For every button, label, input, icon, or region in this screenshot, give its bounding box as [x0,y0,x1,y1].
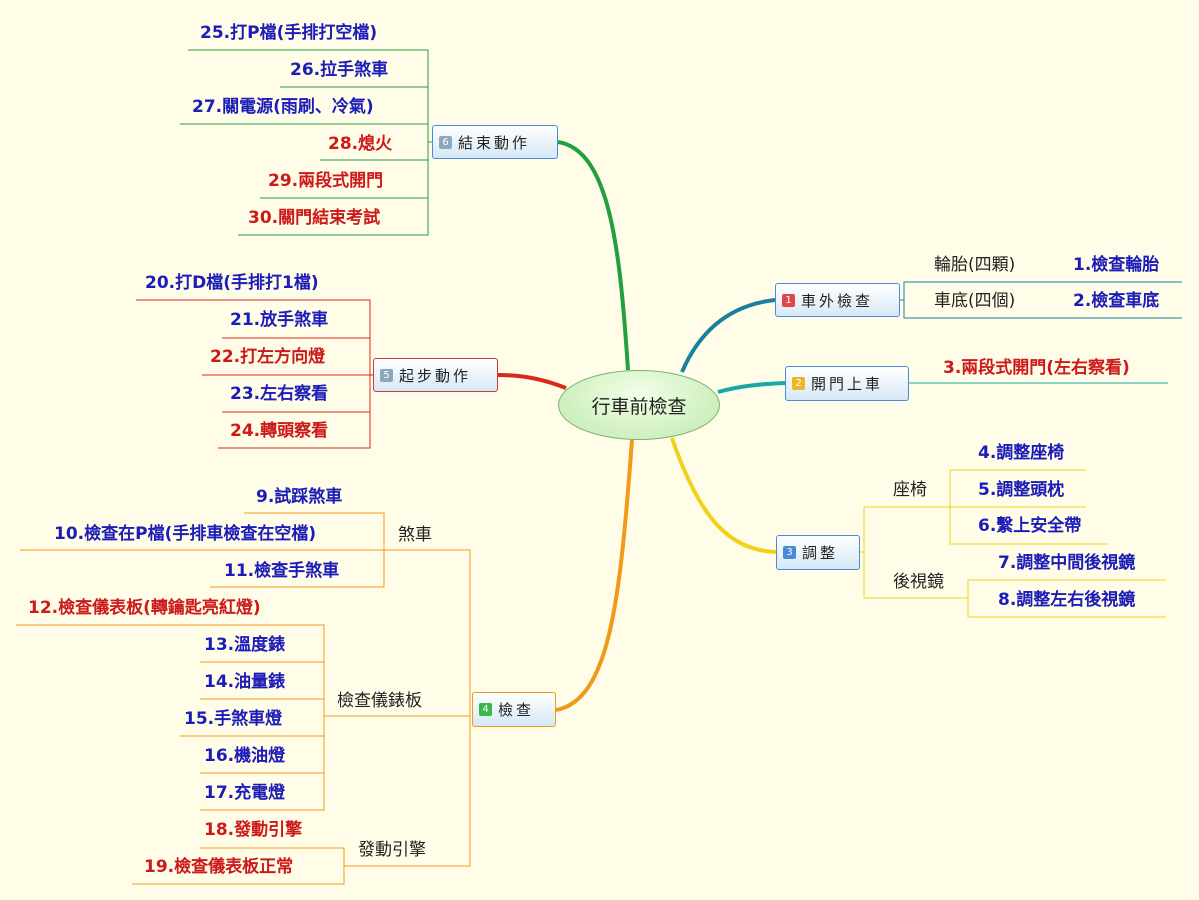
step-3[interactable]: 3.兩段式開門(左右察看) [943,358,1130,378]
branch-label: 車外檢查 [801,291,874,310]
subtopic-brake[interactable]: 煞車 [398,525,432,545]
step-19[interactable]: 19.檢查儀表板正常 [144,857,294,877]
branch-adjust[interactable]: 3 調整 [776,535,860,570]
step-10[interactable]: 10.檢查在P檔(手排車檢查在空檔) [54,524,317,544]
number-badge-4: 4 [479,703,492,716]
branch-label: 開門上車 [811,375,884,393]
step-8[interactable]: 8.調整左右後視鏡 [998,590,1136,610]
branch-inspect[interactable]: 4 檢查 [472,692,556,727]
number-badge-6: 6 [439,135,452,149]
branch-label: 檢查 [498,701,535,719]
subtopic-dashboard[interactable]: 檢查儀錶板 [337,691,422,711]
curve-b1 [680,298,776,373]
subtopic-tires[interactable]: 輪胎(四顆) [934,255,1016,275]
branch-label: 起步動作 [399,366,472,385]
subtopic-engine[interactable]: 發動引擎 [358,840,426,860]
step-17[interactable]: 17.充電燈 [204,783,286,803]
step-30[interactable]: 30.關門結束考試 [248,208,381,228]
number-badge-3: 3 [783,546,796,559]
number-badge-2: 2 [792,377,805,390]
step-20[interactable]: 20.打D檔(手排打1檔) [145,273,319,293]
number-badge-5: 5 [380,368,393,382]
central-topic[interactable]: 行車前檢查 [558,370,720,440]
curve-b6 [557,140,630,371]
step-6[interactable]: 6.繫上安全帶 [978,516,1082,536]
branch-label: 調整 [802,544,839,562]
step-16[interactable]: 16.機油燈 [204,746,286,766]
curve-b3 [670,437,777,554]
branch-finish[interactable]: 6 結束動作 [432,125,558,159]
step-2[interactable]: 2.檢查車底 [1073,291,1160,311]
step-4[interactable]: 4.調整座椅 [978,443,1065,463]
branch-start-driving[interactable]: 5 起步動作 [373,358,498,392]
step-25[interactable]: 25.打P檔(手排打空檔) [200,23,378,43]
step-26[interactable]: 26.拉手煞車 [290,60,389,80]
branch-label: 結束動作 [458,133,531,152]
step-13[interactable]: 13.溫度錶 [204,635,286,655]
step-11[interactable]: 11.檢查手煞車 [224,561,340,581]
curve-b5 [497,373,567,390]
step-29[interactable]: 29.兩段式開門 [268,171,384,191]
curve-b2 [717,381,786,394]
subtopic-seat[interactable]: 座椅 [893,480,927,500]
step-15[interactable]: 15.手煞車燈 [184,709,283,729]
step-23[interactable]: 23.左右察看 [230,384,329,404]
step-18[interactable]: 18.發動引擎 [204,820,303,840]
step-12[interactable]: 12.檢查儀表板(轉鑰匙亮紅燈) [28,598,261,618]
step-28[interactable]: 28.熄火 [328,134,393,154]
step-7[interactable]: 7.調整中間後視鏡 [998,553,1136,573]
step-24[interactable]: 24.轉頭察看 [230,421,329,441]
subtopic-chassis[interactable]: 車底(四個) [934,291,1016,311]
step-5[interactable]: 5.調整頭枕 [978,480,1065,500]
subtopic-mirror[interactable]: 後視鏡 [893,572,944,592]
branch-exterior-check[interactable]: 1 車外檢查 [775,283,900,317]
curve-b4 [555,439,634,712]
number-badge-1: 1 [782,293,795,307]
step-22[interactable]: 22.打左方向燈 [210,347,326,367]
step-14[interactable]: 14.油量錶 [204,672,286,692]
step-27[interactable]: 27.關電源(雨刷、冷氣) [192,97,374,117]
step-1[interactable]: 1.檢查輪胎 [1073,255,1160,275]
step-9[interactable]: 9.試踩煞車 [256,487,343,507]
branch-open-door[interactable]: 2 開門上車 [785,366,909,401]
step-21[interactable]: 21.放手煞車 [230,310,329,330]
